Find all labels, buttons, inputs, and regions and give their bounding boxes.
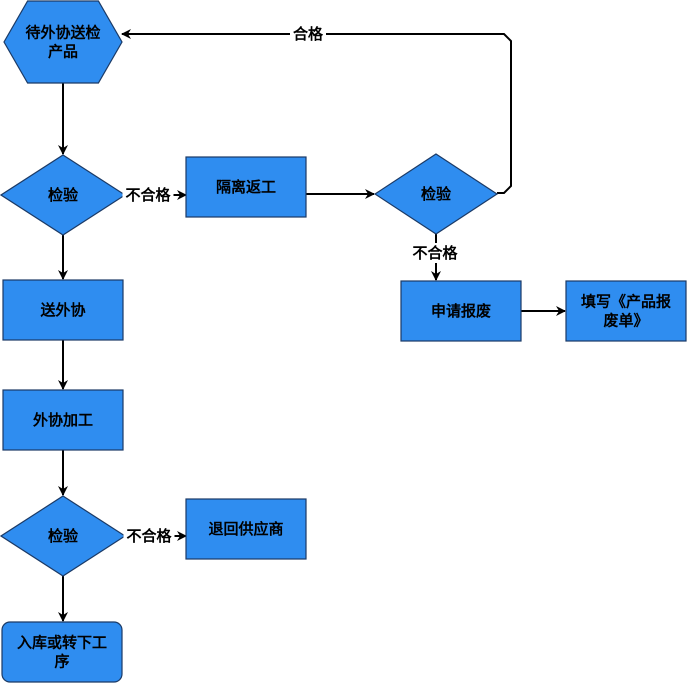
node-inspect2-diamond-shape <box>373 153 499 235</box>
edge-label-inspect2-to-start: 合格 <box>290 24 326 44</box>
edge-label-text: 不合格 <box>412 244 458 262</box>
node-send_out-rect-shape <box>2 279 124 341</box>
node-inspect2-label-line-0: 检验 <box>421 185 452 203</box>
edge-label-inspect1-to-isolate: 不合格 <box>122 185 174 205</box>
node-outsource_process[interactable]: 外协加工 <box>2 389 124 451</box>
node-isolate-label-line-0: 隔离返工 <box>216 178 276 196</box>
node-send_out-label-line-0: 送外协 <box>39 301 85 319</box>
edge-label-text: 合格 <box>292 25 324 43</box>
node-isolate[interactable]: 隔离返工 <box>185 156 307 218</box>
node-store_transfer-label-line-1: 序 <box>54 653 69 671</box>
node-start-hexagon-shape <box>3 0 123 84</box>
edge-inspect2-to-start <box>121 29 512 194</box>
node-outsource_process-label-line-0: 外协加工 <box>32 411 93 429</box>
node-scrap_form-rect-shape <box>565 280 687 342</box>
edge-label-inspect3-to-return_supplier: 不合格 <box>123 526 175 546</box>
node-inspect3[interactable]: 检验 <box>0 495 127 577</box>
node-scrap_apply[interactable]: 申请报废 <box>400 280 522 342</box>
edge-label-inspect2-to-scrap_apply: 不合格 <box>409 243 461 263</box>
node-start-label-line-1: 产品 <box>48 43 78 61</box>
node-send_out[interactable]: 送外协 <box>2 279 124 341</box>
node-isolate-rect-shape <box>185 156 307 218</box>
node-inspect1-diamond-shape <box>0 154 127 236</box>
node-outsource_process-rect-shape <box>2 389 124 451</box>
node-return_supplier[interactable]: 退回供应商 <box>185 498 307 560</box>
node-inspect3-diamond-shape <box>0 495 127 577</box>
node-inspect2[interactable]: 检验 <box>373 153 499 235</box>
node-return_supplier-label-line-0: 退回供应商 <box>208 520 283 538</box>
node-inspect1-label-line-0: 检验 <box>48 186 79 204</box>
node-store_transfer-label-line-0: 入库或转下工 <box>17 634 107 652</box>
edge-label-background <box>290 24 326 44</box>
node-store_transfer-rounded-rect-shape <box>1 621 123 683</box>
node-scrap_form-label-line-1: 废单》 <box>603 312 648 330</box>
edge-label-background <box>122 185 174 205</box>
node-scrap_apply-rect-shape <box>400 280 522 342</box>
node-return_supplier-rect-shape <box>185 498 307 560</box>
edge-label-background <box>409 243 461 263</box>
node-scrap_apply-label-line-0: 申请报废 <box>431 302 491 320</box>
edge-label-text: 不合格 <box>125 186 171 204</box>
node-inspect3-label-line-0: 检验 <box>48 527 79 545</box>
node-scrap_form-label-line-0: 填写《产品报 <box>581 293 671 311</box>
node-start-label-line-0: 待外协送检 <box>25 24 100 42</box>
node-inspect1[interactable]: 检验 <box>0 154 127 236</box>
edge-label-text: 不合格 <box>126 527 172 545</box>
edge-label-background <box>123 526 175 546</box>
